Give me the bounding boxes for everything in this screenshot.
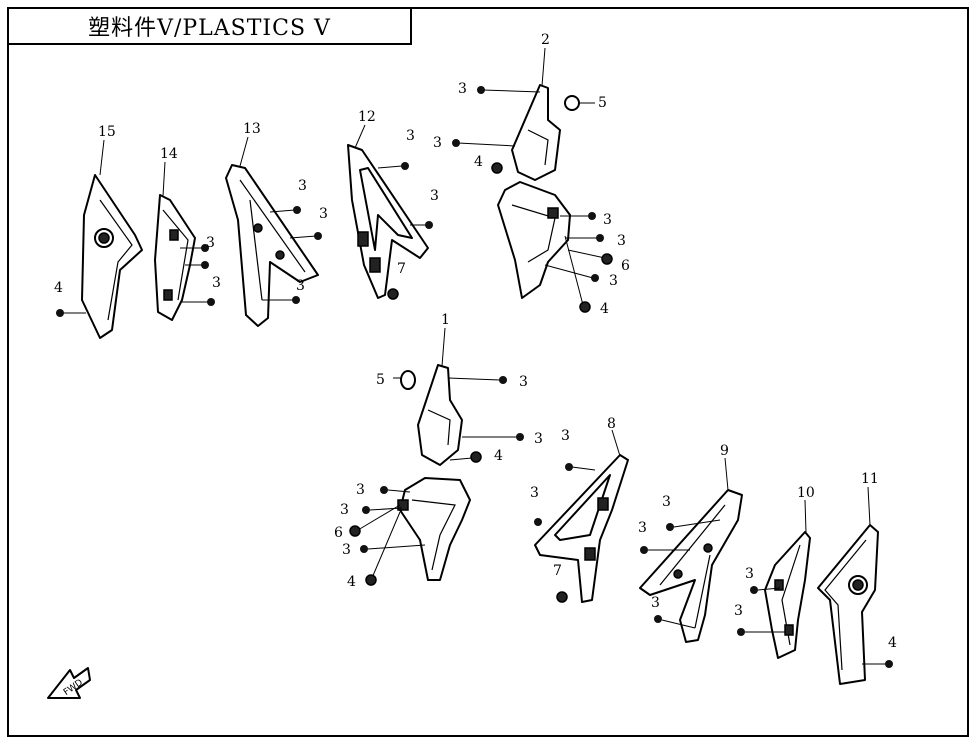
callout-1: 1 xyxy=(441,312,450,328)
callout-9: 9 xyxy=(720,443,729,459)
callout-3-q: 3 xyxy=(342,542,351,558)
callout-3-w: 3 xyxy=(745,566,754,582)
callout-13: 13 xyxy=(243,121,261,137)
callout-11: 11 xyxy=(861,471,879,487)
callout-10: 10 xyxy=(797,485,815,501)
bolt-4-right xyxy=(862,660,893,668)
callout-14: 14 xyxy=(160,146,178,162)
callout-3-f: 3 xyxy=(319,206,328,222)
callout-8: 8 xyxy=(607,416,616,432)
callout-3-j: 3 xyxy=(603,212,612,228)
callout-3-d: 3 xyxy=(430,188,439,204)
bolts-12 xyxy=(377,162,433,300)
callout-3-u: 3 xyxy=(638,520,647,536)
callout-4-d: 4 xyxy=(494,448,503,464)
callout-6-b: 6 xyxy=(334,525,343,541)
callout-4-c: 4 xyxy=(600,301,609,317)
part-10-bracket xyxy=(764,531,811,659)
callout-4-e: 4 xyxy=(347,574,356,590)
callout-3-m: 3 xyxy=(519,374,528,390)
callout-3-b: 3 xyxy=(433,135,442,151)
part-2-bracket-assembly xyxy=(497,84,580,299)
callout-5-a: 5 xyxy=(598,95,607,111)
drawing-frame xyxy=(7,7,969,737)
callout-3-a: 3 xyxy=(458,81,467,97)
callout-4-b: 4 xyxy=(474,154,483,170)
callout-3-k: 3 xyxy=(617,233,626,249)
callout-15: 15 xyxy=(98,124,116,140)
bolt-4-left xyxy=(56,309,86,317)
part-9-frame-arm xyxy=(639,489,743,643)
bolts-10 xyxy=(737,586,785,636)
fwd-arrow-icon: FWD xyxy=(47,667,91,699)
callout-3-p: 3 xyxy=(340,502,349,518)
callout-4-a: 4 xyxy=(54,280,63,296)
callout-3-i: 3 xyxy=(212,275,221,291)
callout-3-n: 3 xyxy=(534,431,543,447)
callout-4-f: 4 xyxy=(888,635,897,651)
callout-6-a: 6 xyxy=(621,258,630,274)
callout-3-s: 3 xyxy=(530,485,539,501)
callout-3-h: 3 xyxy=(206,235,215,251)
callout-labels: 15 14 13 12 2 1 8 9 10 11 4 4 4 4 4 4 5 … xyxy=(54,32,897,651)
callout-3-v: 3 xyxy=(651,595,660,611)
callout-3-r: 3 xyxy=(561,428,570,444)
bolts-8 xyxy=(534,463,596,603)
label-leaders xyxy=(99,47,871,533)
callout-5-b: 5 xyxy=(376,372,385,388)
callout-3-l: 3 xyxy=(609,273,618,289)
callout-3-t: 3 xyxy=(662,494,671,510)
callout-3-x: 3 xyxy=(734,603,743,619)
part-13-frame-arm xyxy=(225,164,319,327)
part-8-trim-frame xyxy=(534,454,629,603)
callout-2-top: 2 xyxy=(541,32,550,48)
bolts-2 xyxy=(452,86,613,313)
part-12-trim-frame xyxy=(347,144,429,299)
bolts-13 xyxy=(262,206,322,304)
part-11-side-panel xyxy=(817,524,879,685)
diagram-title: 塑料件Ⅴ/PLASTICS Ⅴ xyxy=(7,7,412,45)
callout-3-g: 3 xyxy=(296,278,305,294)
bolts-14 xyxy=(180,244,215,306)
callout-3-c: 3 xyxy=(406,128,415,144)
callout-7-b: 7 xyxy=(553,563,562,579)
bolts-1 xyxy=(349,376,524,586)
part-15-side-panel xyxy=(81,174,143,339)
callout-7-a: 7 xyxy=(397,261,406,277)
part-14-bracket xyxy=(154,194,196,321)
callout-12: 12 xyxy=(358,109,376,125)
bolts-9 xyxy=(640,519,721,629)
callout-3-o: 3 xyxy=(356,482,365,498)
callout-3-e: 3 xyxy=(298,178,307,194)
part-1-bracket-assembly xyxy=(397,364,471,581)
